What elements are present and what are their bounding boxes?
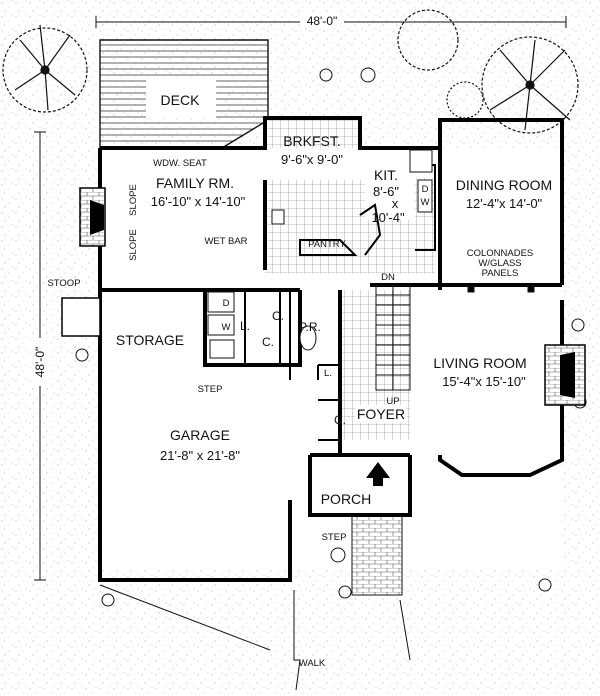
deck	[99, 39, 269, 149]
porch-steps	[351, 514, 403, 596]
kit-size-b: 10'-4"	[371, 210, 405, 225]
dn-label: DN	[381, 272, 395, 283]
wdw-seat-label: WDW. SEAT	[153, 158, 207, 169]
stoop	[61, 297, 101, 337]
dim-left-bg	[30, 338, 48, 386]
tree-left-top	[2, 24, 88, 113]
walk-edges	[293, 590, 411, 691]
colonnades-label-3: PANELS	[482, 268, 519, 279]
living-label: LIVING ROOM	[433, 355, 526, 371]
dining-label: DINING ROOM	[456, 177, 552, 193]
kit-label: KIT.	[374, 167, 398, 183]
shrubs	[75, 67, 587, 607]
family-label: FAMILY RM.	[156, 175, 234, 191]
garage-label: GARAGE	[170, 427, 230, 443]
step-porch-label: STEP	[322, 532, 347, 543]
slope-label-1: SLOPE	[128, 184, 139, 216]
powder-c-label: C.	[272, 309, 284, 323]
colonnades-label-2: W/GLASS	[478, 258, 521, 269]
living-fireplace	[544, 344, 586, 406]
pantry-label: PANTRY	[308, 239, 346, 250]
deck-label: DECK	[161, 92, 201, 108]
entry-arrow	[366, 462, 390, 486]
powder-label: P.R.	[299, 320, 321, 334]
kit-size-x: x	[392, 196, 399, 211]
kit-label-bg	[365, 165, 415, 220]
foyer-label: FOYER	[357, 406, 405, 422]
brkfst-label: BRKFST.	[283, 133, 341, 149]
brkfst-label-bg	[262, 148, 362, 180]
foyer-c-label: C.	[334, 413, 346, 427]
family-fireplace	[79, 187, 106, 247]
porch-label: PORCH	[321, 491, 372, 507]
dim-top-label: 48'-0"	[307, 14, 338, 28]
staircase	[375, 284, 411, 391]
storage-label: STORAGE	[116, 332, 184, 348]
fixtures	[207, 149, 535, 359]
kit-w-label: W	[421, 197, 430, 208]
tree-right-top	[397, 9, 579, 134]
living-size: 15'-4"x 15'-10"	[442, 374, 526, 389]
brkfst-size: 9'-6"x 9'-0"	[281, 152, 343, 167]
dining-size: 12'-4"x 14'-0"	[466, 196, 543, 211]
wet-bar-label: WET BAR	[204, 236, 247, 247]
kit-size-a: 8'-6"	[373, 184, 399, 199]
walk-label: WALK	[299, 658, 326, 669]
driveway-edge	[99, 584, 271, 651]
slope-label-2: SLOPE	[128, 229, 139, 261]
laundry-w-label: W	[222, 322, 231, 333]
dim-left-label: 48'-0"	[33, 347, 47, 378]
laundry-c-label: C.	[262, 335, 274, 349]
family-size: 16'-10" x 14'-10"	[151, 194, 246, 209]
powder-l-label: L.	[324, 368, 332, 379]
step-garage-label: STEP	[198, 384, 223, 395]
laundry-d-label: D	[223, 298, 230, 309]
kit-d-label: D	[422, 184, 429, 195]
up-label: UP	[386, 396, 399, 407]
dim-top-bg	[300, 12, 344, 28]
colonnades-label-1: COLONNADES	[467, 248, 534, 259]
garage-size: 21'-8" x 21'-8"	[160, 448, 240, 463]
laundry-l-label: L.	[240, 319, 250, 333]
foyer-label-bg	[355, 405, 407, 423]
stoop-label: STOOP	[47, 278, 80, 289]
